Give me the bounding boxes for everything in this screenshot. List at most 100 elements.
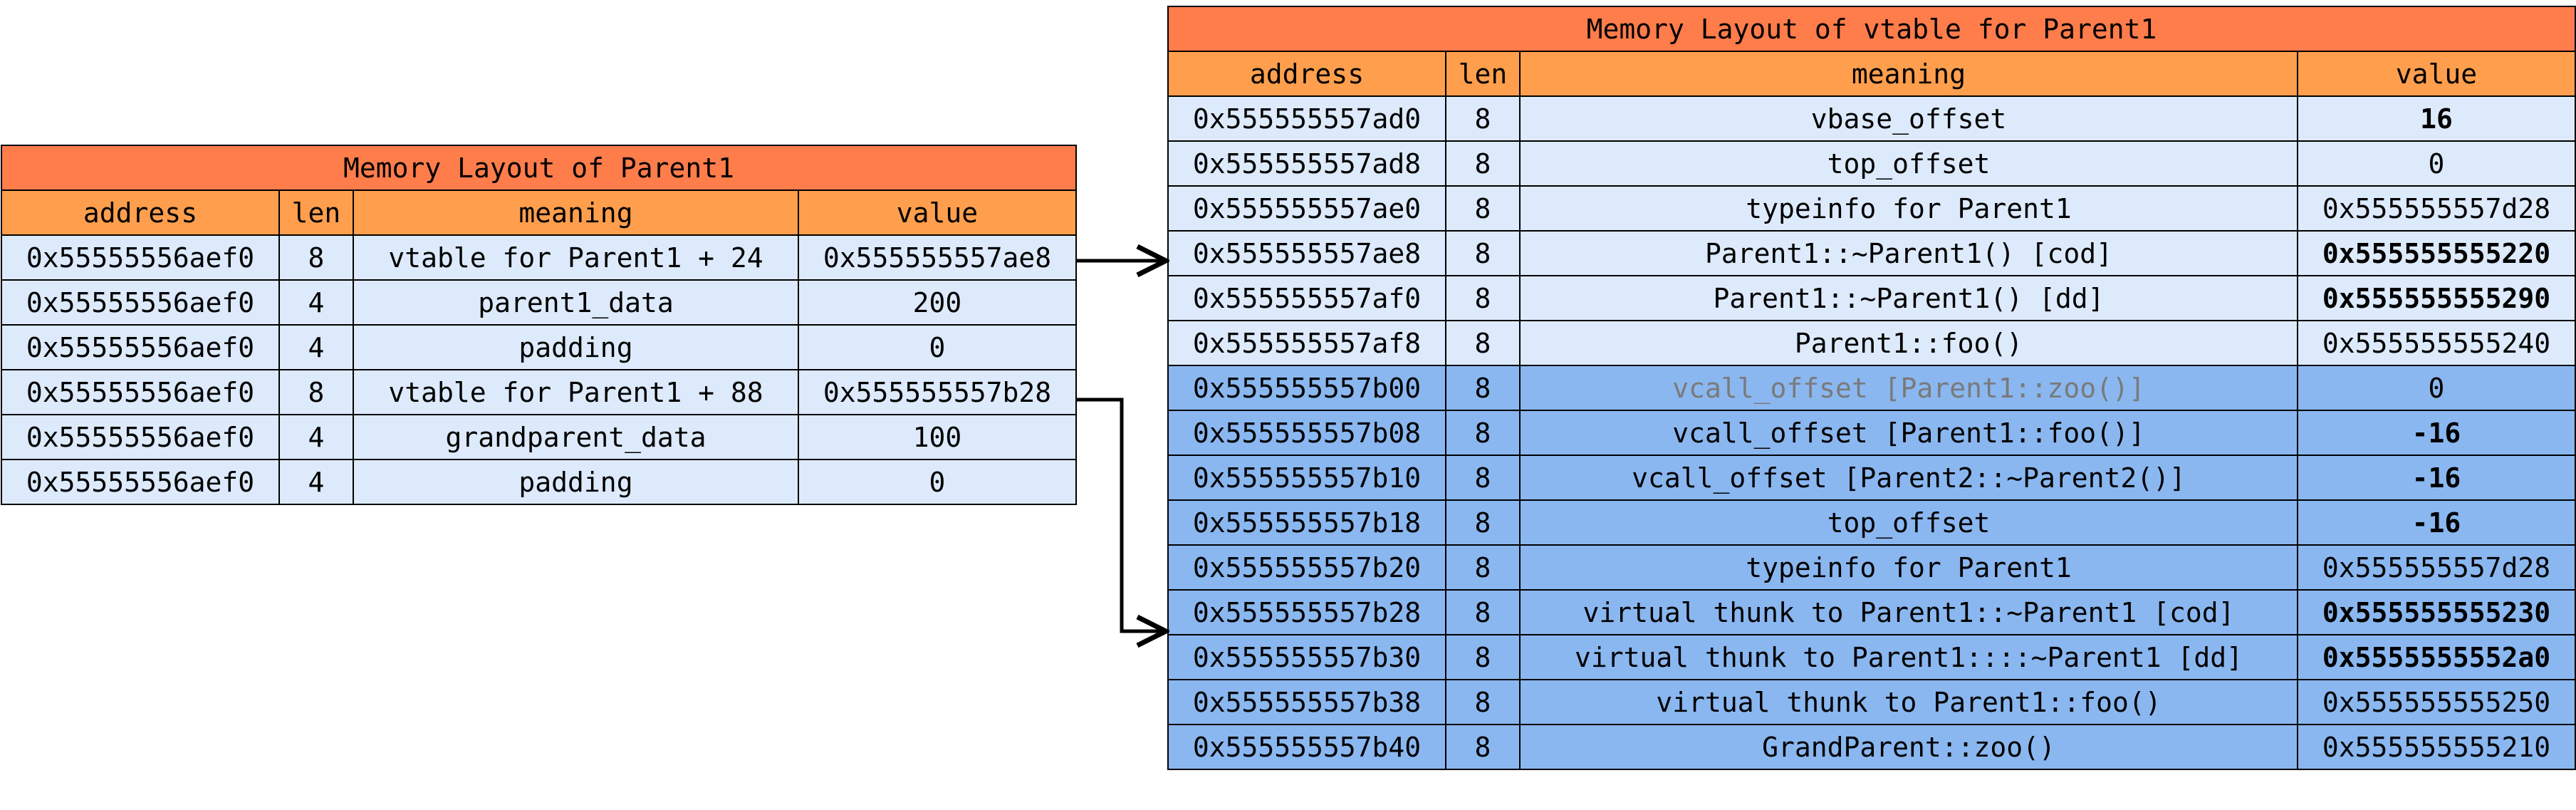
cell-meaning: vcall_offset [Parent2::~Parent2()] [1519, 455, 2298, 501]
table-row: 0x55555556aef0 4 padding 0 [1, 324, 1077, 370]
cell-meaning: top_offset [1519, 499, 2298, 546]
table-row: 0x55555556aef0 8 vtable for Parent1 + 88… [1, 369, 1077, 415]
cell-value: 0 [2297, 365, 2576, 411]
cell-address: 0x55555556aef0 [1, 324, 280, 370]
cell-address: 0x55555556aef0 [1, 234, 280, 281]
cell-meaning: Parent1::foo() [1519, 320, 2298, 366]
cell-meaning: padding [353, 324, 799, 370]
cell-meaning: typeinfo for Parent1 [1519, 544, 2298, 591]
cell-value: -16 [2297, 455, 2576, 501]
cell-len: 8 [1445, 455, 1521, 501]
table-row: 0x555555557b20 8 typeinfo for Parent1 0x… [1167, 544, 2576, 591]
cell-address: 0x555555557b00 [1167, 365, 1446, 411]
table-row: 0x555555557b08 8 vcall_offset [Parent1::… [1167, 410, 2576, 456]
cell-address: 0x55555556aef0 [1, 459, 280, 505]
cell-address: 0x555555557ae8 [1167, 230, 1446, 276]
cell-value: 0x5555555552a0 [2297, 634, 2576, 680]
cell-address: 0x555555557b30 [1167, 634, 1446, 680]
cell-address: 0x555555557b38 [1167, 679, 1446, 725]
cell-address: 0x555555557ae0 [1167, 185, 1446, 232]
table-row: 0x555555557b18 8 top_offset -16 [1167, 499, 2576, 546]
cell-meaning: vcall_offset [Parent1::foo()] [1519, 410, 2298, 456]
cell-address: 0x55555556aef0 [1, 369, 280, 415]
header-value: value [2297, 51, 2576, 97]
table-row: 0x555555557b10 8 vcall_offset [Parent2::… [1167, 455, 2576, 501]
cell-meaning: vtable for Parent1 + 24 [353, 234, 799, 281]
cell-len: 8 [278, 234, 354, 281]
table-row: 0x555555557ad8 8 top_offset 0 [1167, 140, 2576, 187]
table-row: 0x555555557b28 8 virtual thunk to Parent… [1167, 589, 2576, 635]
parent1-table-title: Memory Layout of Parent1 [1, 145, 1077, 191]
cell-value: 0 [2297, 140, 2576, 187]
cell-address: 0x555555557b08 [1167, 410, 1446, 456]
cell-value: -16 [2297, 410, 2576, 456]
table-row: 0x55555556aef0 4 parent1_data 200 [1, 279, 1077, 326]
cell-value: 0x555555555220 [2297, 230, 2576, 276]
cell-value: 0x555555557d28 [2297, 544, 2576, 591]
vptr-arrow-virtual-base [1076, 398, 1166, 631]
cell-len: 8 [1445, 499, 1521, 546]
table-row: 0x55555556aef0 4 grandparent_data 100 [1, 414, 1077, 460]
table-row: 0x555555557b40 8 GrandParent::zoo() 0x55… [1167, 724, 2576, 770]
cell-len: 8 [1445, 410, 1521, 456]
cell-value: 0x555555555210 [2297, 724, 2576, 770]
table-row: 0x555555557af0 8 Parent1::~Parent1() [dd… [1167, 275, 2576, 321]
cell-meaning: Parent1::~Parent1() [cod] [1519, 230, 2298, 276]
cell-address: 0x55555556aef0 [1, 414, 280, 460]
cell-meaning: top_offset [1519, 140, 2298, 187]
table-row: 0x555555557ae0 8 typeinfo for Parent1 0x… [1167, 185, 2576, 232]
cell-address: 0x555555557ad0 [1167, 95, 1446, 142]
vtable-table-title: Memory Layout of vtable for Parent1 [1167, 6, 2576, 52]
cell-meaning: virtual thunk to Parent1::::~Parent1 [dd… [1519, 634, 2298, 680]
cell-address: 0x555555557af0 [1167, 275, 1446, 321]
cell-len: 8 [1445, 724, 1521, 770]
table-row: 0x555555557b30 8 virtual thunk to Parent… [1167, 634, 2576, 680]
cell-value: 0x555555555250 [2297, 679, 2576, 725]
header-meaning: meaning [1519, 51, 2298, 97]
table-row: 0x555555557b38 8 virtual thunk to Parent… [1167, 679, 2576, 725]
cell-value: -16 [2297, 499, 2576, 546]
cell-meaning: vcall_offset [Parent1::zoo()] [1519, 365, 2298, 411]
cell-len: 8 [278, 369, 354, 415]
cell-len: 8 [1445, 95, 1521, 142]
cell-len: 4 [278, 414, 354, 460]
table-row: 0x55555556aef0 8 vtable for Parent1 + 24… [1, 234, 1077, 281]
cell-len: 8 [1445, 185, 1521, 232]
table-row: 0x555555557af8 8 Parent1::foo() 0x555555… [1167, 320, 2576, 366]
cell-value: 0x555555557b28 [798, 369, 1077, 415]
cell-value: 200 [798, 279, 1077, 326]
table-row: 0x55555556aef0 4 padding 0 [1, 459, 1077, 505]
cell-len: 4 [278, 459, 354, 505]
header-len: len [278, 189, 354, 236]
header-len: len [1445, 51, 1521, 97]
cell-meaning: virtual thunk to Parent1::~Parent1 [cod] [1519, 589, 2298, 635]
cell-meaning: typeinfo for Parent1 [1519, 185, 2298, 232]
cell-meaning: Parent1::~Parent1() [dd] [1519, 275, 2298, 321]
cell-len: 8 [1445, 365, 1521, 411]
cell-len: 8 [1445, 230, 1521, 276]
cell-value: 0x555555557d28 [2297, 185, 2576, 232]
header-meaning: meaning [353, 189, 799, 236]
cell-value: 0x555555555290 [2297, 275, 2576, 321]
cell-meaning: padding [353, 459, 799, 505]
cell-value: 0 [798, 324, 1077, 370]
cell-len: 8 [1445, 679, 1521, 725]
cell-meaning: vbase_offset [1519, 95, 2298, 142]
cell-address: 0x555555557b10 [1167, 455, 1446, 501]
cell-len: 4 [278, 324, 354, 370]
cell-len: 8 [1445, 320, 1521, 366]
cell-meaning: vtable for Parent1 + 88 [353, 369, 799, 415]
table-row: 0x555555557ae8 8 Parent1::~Parent1() [co… [1167, 230, 2576, 276]
cell-len: 8 [1445, 140, 1521, 187]
cell-meaning: GrandParent::zoo() [1519, 724, 2298, 770]
cell-len: 8 [1445, 589, 1521, 635]
cell-value: 0x555555557ae8 [798, 234, 1077, 281]
cell-address: 0x555555557b18 [1167, 499, 1446, 546]
cell-address: 0x555555557ad8 [1167, 140, 1446, 187]
cell-meaning: virtual thunk to Parent1::foo() [1519, 679, 2298, 725]
cell-address: 0x555555557b20 [1167, 544, 1446, 591]
cell-len: 8 [1445, 634, 1521, 680]
cell-address: 0x555555557b40 [1167, 724, 1446, 770]
cell-value: 100 [798, 414, 1077, 460]
